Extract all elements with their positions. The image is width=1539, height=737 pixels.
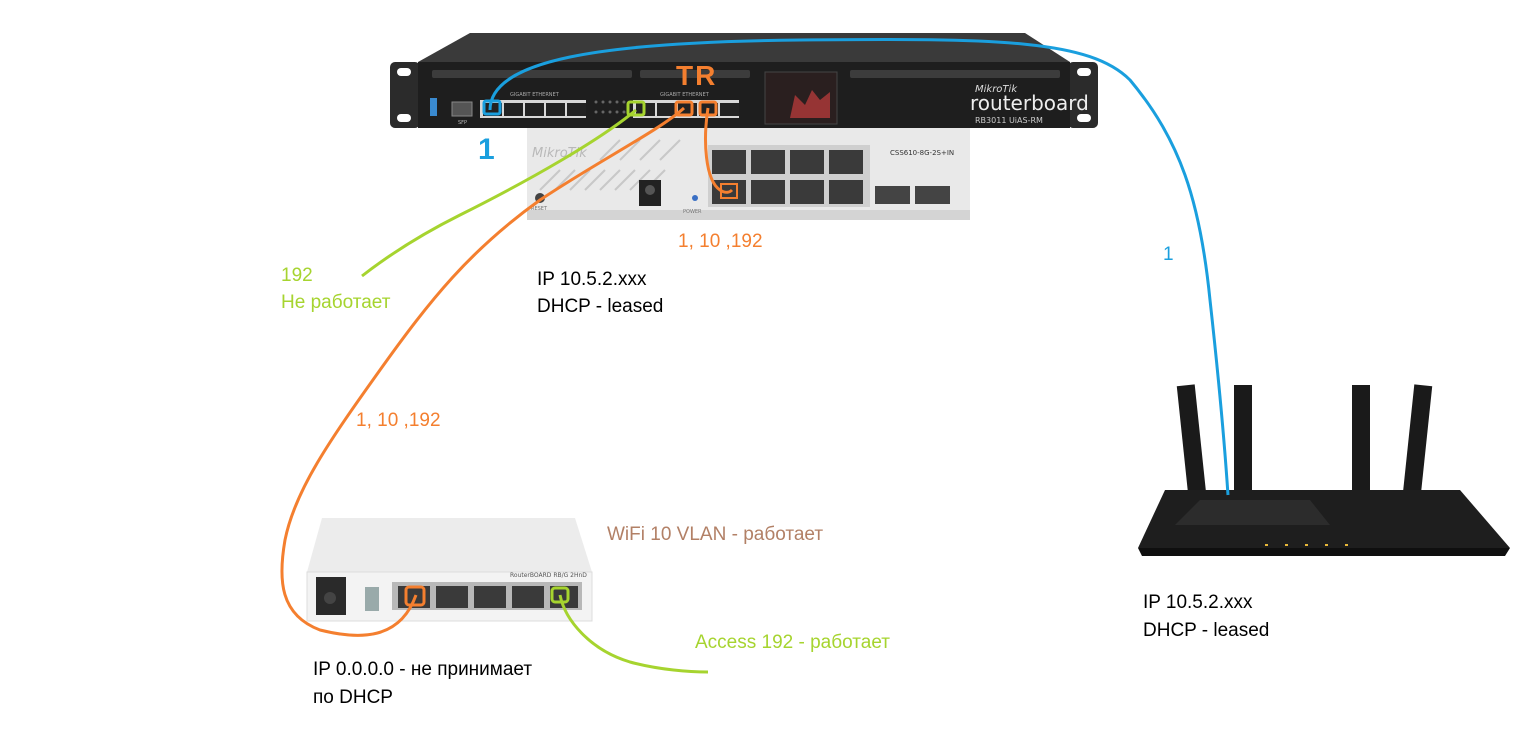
orange-cable-rb bbox=[280, 106, 686, 637]
small-router-ports bbox=[398, 586, 578, 608]
ap-dhcp-label: DHCP - leased bbox=[1143, 620, 1270, 641]
vent-grille bbox=[432, 70, 1060, 78]
switch-dhcp: DHCP - leased bbox=[537, 296, 664, 317]
switch-ip: IP 10.5.2.xxx bbox=[537, 269, 647, 290]
orange-cable-switch bbox=[704, 107, 734, 194]
rb-dhcp-label: по DHCP bbox=[313, 687, 393, 708]
power-label: POWER bbox=[683, 209, 702, 215]
switch-port-config: 1, 10 ,192 bbox=[678, 231, 763, 252]
blue-1-label: 1 bbox=[1163, 244, 1174, 265]
lime-192-label: 192 bbox=[281, 265, 313, 286]
rack-model: routerboard bbox=[970, 91, 1089, 115]
rack-brand: MikroTik bbox=[975, 84, 1018, 95]
small-router: RouterBOARD RB/G 2HnD bbox=[306, 518, 593, 622]
blue-cable bbox=[488, 37, 1230, 496]
lime-cable-access bbox=[558, 594, 709, 674]
eth1-marker: 1 bbox=[478, 133, 495, 166]
wifi-access-point bbox=[1138, 384, 1510, 556]
cable-config-label: 1, 10 ,192 bbox=[356, 410, 441, 431]
rb-ip-label: IP 0.0.0.0 - не принимает bbox=[313, 659, 533, 680]
switch-ports bbox=[712, 150, 863, 204]
small-router-model: RouterBOARD RB/G 2HnD bbox=[510, 572, 587, 579]
switch-css610: MikroTik RESET POWER bbox=[527, 128, 970, 220]
gigabit-label-2: GIGABIT ETHERNET bbox=[660, 92, 710, 98]
gigabit-label-1: GIGABIT ETHERNET bbox=[510, 92, 560, 98]
lime-cable-192 bbox=[361, 108, 637, 278]
switch-brand: MikroTik bbox=[532, 146, 587, 161]
lime-not-working-label: Не работает bbox=[281, 292, 391, 313]
wifi-vlan-note: WiFi 10 VLAN - работает bbox=[607, 524, 824, 545]
rack-model-2: RB3011 UiAS-RM bbox=[975, 116, 1043, 125]
switch-model: CSS610-8G-2S+IN bbox=[890, 149, 954, 157]
sfp-label: SFP bbox=[458, 120, 467, 126]
ap-ip-label: IP 10.5.2.xxx bbox=[1143, 592, 1253, 613]
reset-label: RESET bbox=[531, 206, 548, 212]
access-192-note: Access 192 - работает bbox=[695, 632, 890, 653]
tr-marker: TR bbox=[676, 60, 718, 91]
